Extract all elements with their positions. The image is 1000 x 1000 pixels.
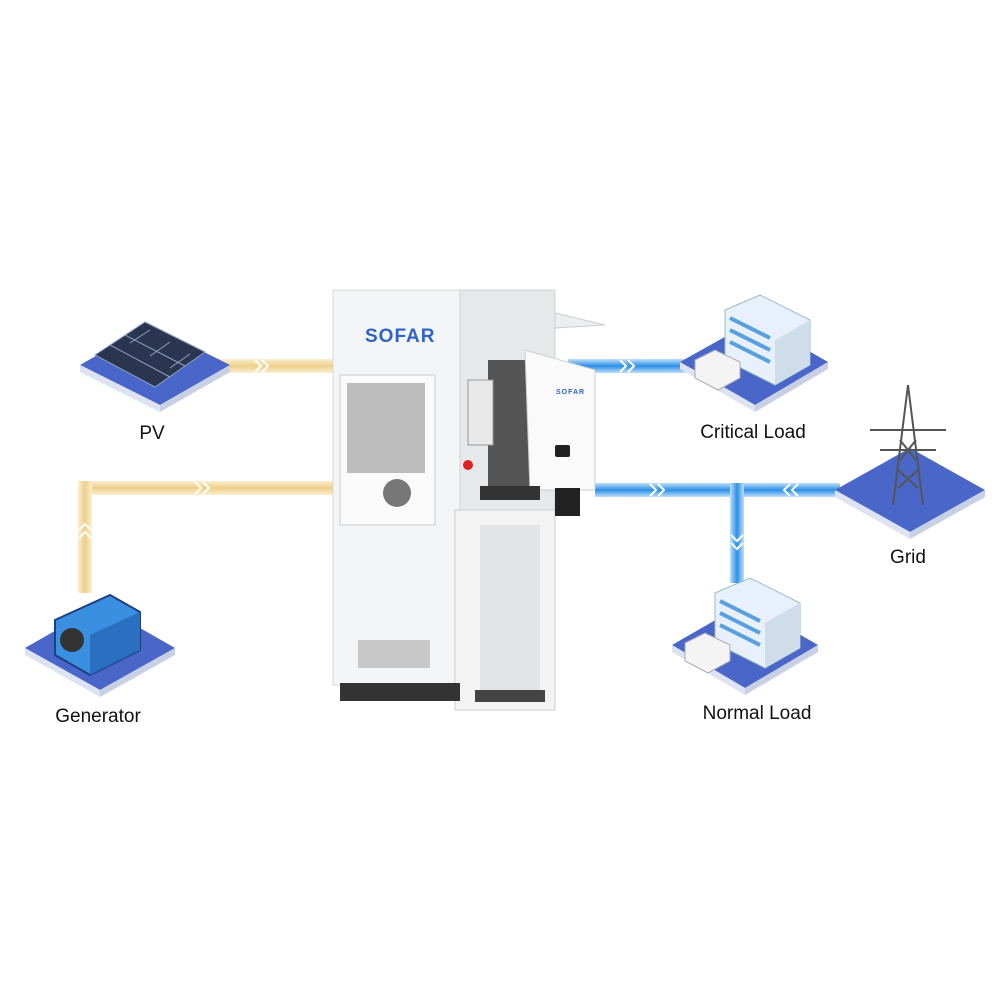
cabinet-brand-logo: SOFAR: [365, 326, 436, 347]
transmission-tower-icon: [870, 384, 946, 506]
generator-flow-line: [78, 481, 335, 593]
critical-load-platform: [680, 294, 828, 412]
critical-load-flow-line: [568, 359, 688, 373]
inverter: [467, 349, 596, 516]
grid-label: Grid: [890, 547, 926, 568]
grid-platform: [835, 384, 985, 539]
critical-load-label: Critical Load: [700, 422, 806, 443]
grid-flow-line: [595, 483, 840, 583]
pv-platform: [80, 321, 230, 412]
building-icon: [684, 577, 801, 674]
generator-icon: [54, 593, 141, 677]
pv-label: PV: [139, 423, 165, 444]
normal-load-platform: [672, 577, 818, 695]
generator-platform: [25, 593, 175, 697]
solar-panel-icon: [94, 321, 206, 388]
inverter-brand-logo: SOFAR: [556, 389, 586, 396]
normal-load-label: Normal Load: [702, 703, 812, 724]
pv-flow-line: [215, 359, 335, 373]
building-icon: [694, 294, 811, 391]
generator-label: Generator: [55, 706, 141, 727]
